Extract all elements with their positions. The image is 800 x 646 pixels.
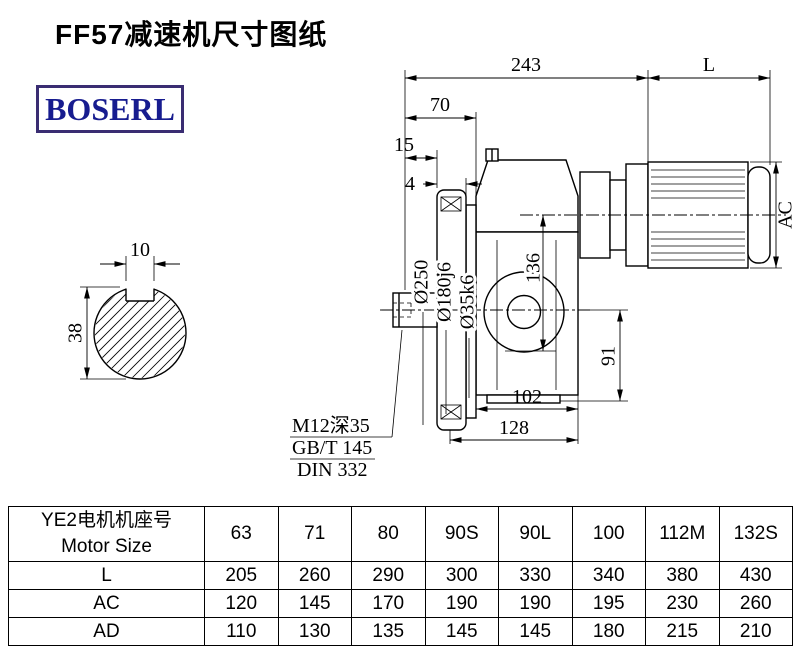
page-title: FF57减速机尺寸图纸 [55,19,328,50]
dim-15: 15 [394,134,414,156]
reducer-side-view [380,148,786,431]
dim-128: 128 [499,417,529,439]
table-row-AC: AC 120 145 170 190 190 195 230 260 [8,589,793,618]
motor-size-table: YE2电机机座号 Motor Size 63 71 80 90S 90L 100… [8,506,793,646]
table-row-L: L 205 260 290 300 330 340 380 430 [8,561,793,590]
dim-L: L [703,54,715,76]
flange-bolt-hole-bottom [440,404,462,420]
size-col-header: 63 [204,506,279,562]
gearcase-top [475,159,579,233]
cell-value: 380 [645,561,720,590]
dimensions: 243 L 70 15 4 Ø250 Ø180j6 Ø35k6 136 [394,54,797,444]
housing-body [475,231,579,396]
cell-value: 145 [277,589,352,618]
cell-value: 130 [277,617,352,646]
cell-value: 260 [277,561,352,590]
row-label: AC [8,589,205,618]
cell-value: 110 [204,617,279,646]
note-tap-size: M12深35 [292,414,370,437]
cell-value: 205 [204,561,279,590]
cell-value: 300 [424,561,499,590]
cell-value: 145 [424,617,499,646]
header-motor-size-en: Motor Size [61,536,152,557]
row-label: AD [8,617,205,646]
table-row-AD: AD 110 130 135 145 145 180 215 210 [8,617,793,646]
motor-cooling-fins [651,169,745,261]
dim-AC: AC [775,201,797,229]
cell-value: 120 [204,589,279,618]
dim-4: 4 [405,173,415,195]
cell-value: 210 [718,617,793,646]
housing-base [486,394,561,404]
flange-bolt-hole-top [440,196,462,212]
dim-shaft-height: 38 [65,323,87,343]
header-motor-size-cn: YE2电机机座号 [41,510,172,532]
size-col-header: 132S [718,506,793,562]
row-label: L [8,561,205,590]
cell-value: 145 [498,617,573,646]
size-col-header: 112M [645,506,720,562]
cell-value: 195 [571,589,646,618]
brand-logo: BOSERL [36,85,184,133]
dim-70: 70 [430,94,450,116]
output-gear-bore [483,271,565,353]
cell-value: 215 [645,617,720,646]
size-col-header: 71 [277,506,352,562]
technical-drawing: 10 38 [65,54,797,481]
dim-136: 136 [523,253,545,283]
size-col-header: 90S [424,506,499,562]
cell-value: 290 [351,561,426,590]
dim-243: 243 [511,54,541,76]
keyway-cutout [125,282,155,301]
cell-value: 135 [351,617,426,646]
cell-value: 260 [718,589,793,618]
dimension-key-width: 10 [100,239,180,281]
shaft-end-view: 10 38 [65,239,187,380]
cell-value: 330 [498,561,573,590]
header-motor-size: YE2电机机座号 Motor Size [8,506,205,562]
size-col-header: 100 [571,506,646,562]
dim-spigot-dia: Ø180j6 [434,262,456,322]
note-din-standard: DIN 332 [297,459,368,481]
tap-hole-note: M12深35 GB/T 145 DIN 332 [290,329,403,481]
cell-value: 340 [571,561,646,590]
note-gb-standard: GB/T 145 [292,437,372,459]
cell-value: 170 [351,589,426,618]
dimension-shaft-height: 38 [65,286,126,380]
cell-value: 190 [498,589,573,618]
dim-shaft-dia: Ø35k6 [457,275,479,329]
cell-value: 230 [645,589,720,618]
dim-91: 91 [598,346,620,366]
dim-102: 102 [512,386,542,408]
dim-key-width: 10 [130,239,150,261]
dim-flange-od: Ø250 [411,260,433,304]
table-header-row: YE2电机机座号 Motor Size 63 71 80 90S 90L 100… [8,506,793,562]
cell-value: 430 [718,561,793,590]
cell-value: 190 [424,589,499,618]
size-col-header: 80 [351,506,426,562]
size-col-header: 90L [498,506,573,562]
cell-value: 180 [571,617,646,646]
brand-logo-text: BOSERL [45,90,175,127]
